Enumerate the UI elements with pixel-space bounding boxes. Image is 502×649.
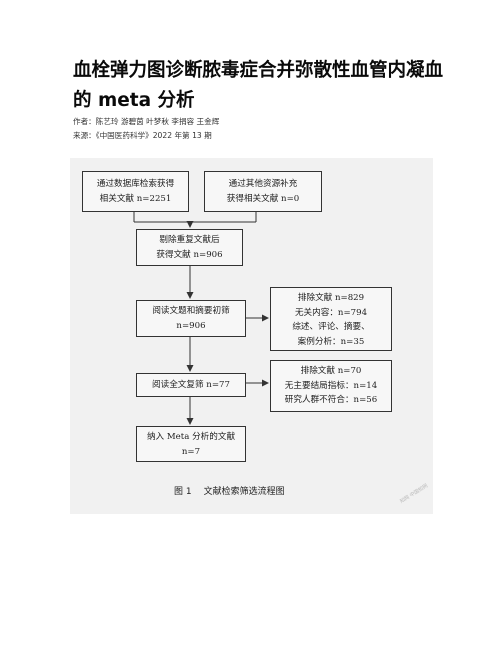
authors-line: 作者：陈艺玲 游碧茵 叶梦秋 李捐容 王金辉 xyxy=(73,117,220,126)
title-abstract-screen-box: 阅读文题和摘要初筛 n=906 xyxy=(136,300,246,337)
deduplicated-line2: 获得文献 n=906 xyxy=(156,249,223,260)
figure-caption-number: 图 1 xyxy=(174,487,192,497)
database-search-line2: 相关文献 n=2251 xyxy=(99,193,172,204)
excluded-second-box: 排除文献 n=70 无主要结局指标：n=14 研究人群不符合：n=56 xyxy=(270,360,392,412)
excluded-first-line1: 排除文献 n=829 xyxy=(297,293,365,303)
excluded-second-line2: 无主要结局指标：n=14 xyxy=(284,380,378,391)
excluded-first-line2: 无关内容：n=794 xyxy=(294,307,368,318)
excluded-first-line4: 案例分析：n=35 xyxy=(297,336,365,347)
title-abstract-screen-line2: n=906 xyxy=(176,320,206,331)
other-sources-line2: 获得相关文献 n=0 xyxy=(226,193,300,204)
fulltext-screen-box: 阅读全文复筛 n=77 xyxy=(136,373,246,397)
deduplicated-box: 剔除重复文献后 获得文献 n=906 xyxy=(136,229,243,266)
included-line1: 纳入 Meta 分析的文献 xyxy=(146,432,236,442)
included-line2: n=7 xyxy=(181,446,201,457)
title-abstract-screen-line1: 阅读文题和摘要初筛 xyxy=(152,306,230,316)
excluded-second-line1: 排除文献 n=70 xyxy=(300,366,362,376)
database-search-box: 通过数据库检索获得 相关文献 n=2251 xyxy=(82,171,189,212)
figure-caption-text: 文献检索筛选流程图 xyxy=(203,487,285,497)
source-line: 来源：《中国医药科学》2022 年第 13 期 xyxy=(73,131,212,140)
other-sources-box: 通过其他资源补充 获得相关文献 n=0 xyxy=(204,171,322,212)
included-box: 纳入 Meta 分析的文献 n=7 xyxy=(136,426,246,462)
excluded-first-line3: 综述、评论、摘要、 xyxy=(292,322,370,332)
excluded-second-line3: 研究人群不符合：n=56 xyxy=(284,395,378,405)
page-title: 血栓弹力图诊断脓毒症合并弥散性血管内凝血的 meta 分析 xyxy=(73,60,444,111)
database-search-line1: 通过数据库检索获得 xyxy=(96,179,175,189)
figure-caption: 图 1 文献检索筛选流程图 xyxy=(174,484,285,497)
excluded-first-box: 排除文献 n=829 无关内容：n=794 综述、评论、摘要、 案例分析：n=3… xyxy=(270,287,392,351)
other-sources-line1: 通过其他资源补充 xyxy=(228,179,298,189)
fulltext-screen-line1: 阅读全文复筛 n=77 xyxy=(152,380,230,390)
deduplicated-line1: 剔除重复文献后 xyxy=(159,235,220,245)
